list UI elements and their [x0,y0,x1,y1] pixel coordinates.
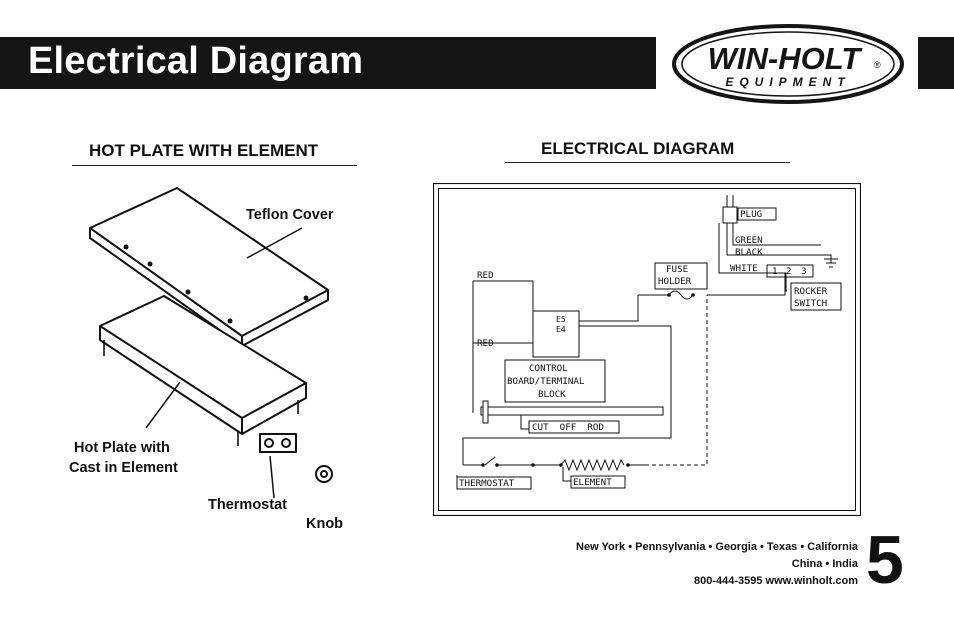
label-thermostat: Thermostat [208,497,287,513]
label-red-top: RED [477,270,494,281]
label-switch-terminal-2: 2 [786,266,792,277]
terminal-block-box [504,359,606,403]
element-label-box [570,475,626,489]
label-black: BLACK [735,247,763,258]
label-e5: E5 [556,315,566,324]
label-thermostat-wiring: THERMOSTAT [459,478,515,489]
label-green: GREEN [735,235,763,246]
title-banner [0,37,656,89]
cut-off-rod-label-box [528,420,620,434]
footer-contact: 800-444-3595 www.winholt.com [693,575,858,587]
rocker-switch-box [790,282,842,311]
fuse-symbol [668,290,694,300]
electrical-diagram-heading: ELECTRICAL DIAGRAM [541,139,735,158]
hot-plate-exploded-illustration: Teflon Cover Hot Plate with Cast in Elem… [69,187,343,528]
label-switch-terminal-3: 3 [801,266,807,277]
fuse-holder-box [654,262,708,290]
logo-registered-mark: ® [874,60,881,70]
label-holder: HOLDER [658,276,692,287]
electrical-diagram-heading-rule [505,162,790,163]
label-control: CONTROL [529,363,568,374]
teflon-cover-drawing [89,187,329,347]
thermostat-label-box [456,476,532,490]
footer-states: New York • Pennsylvania • Georgia • Texa… [576,541,858,553]
label-switch: SWITCH [794,298,827,309]
label-teflon-cover: Teflon Cover [246,207,334,223]
label-plug: PLUG [740,209,762,220]
hot-plate-heading-rule [72,165,357,166]
page-number: 5 [866,522,904,598]
logo-wordmark: WIN-HOLT [708,41,864,76]
label-hot-plate-line2: Cast in Element [69,460,178,476]
label-hot-plate-line1: Hot Plate with [74,440,170,456]
label-red-mid: RED [477,338,494,349]
label-block: BLOCK [538,389,566,400]
hot-plate-heading: HOT PLATE WITH ELEMENT [89,141,319,160]
cut-off-rod-symbol [480,406,664,416]
hot-plate-drawing [99,295,307,446]
banner-end-block [918,37,954,89]
label-knob: Knob [306,516,343,528]
label-cut-off-rod: CUT OFF ROD [532,422,604,433]
knob-drawing [315,465,333,483]
rocker-switch-terminals [766,264,814,278]
plug-symbol [722,206,738,224]
plug-label-box [737,207,777,221]
label-e4: E4 [556,325,566,334]
wiring-diagram: PLUG GREEN BLACK WHITE 1 2 3 ROCKER SWIT… [433,183,861,516]
label-element-wiring: ELEMENT [573,477,612,488]
label-board-terminal: BOARD/TERMINAL [507,376,585,387]
thermostat-drawing [259,433,297,453]
heating-element-symbol [560,458,625,472]
logo-subtext: EQUIPMENT [725,75,850,89]
footer-countries: China • India [791,558,858,570]
label-switch-terminal-1: 1 [772,266,778,277]
label-white: WHITE [730,263,758,274]
win-holt-logo: WIN-HOLT ® EQUIPMENT [672,24,904,104]
page-title: Electrical Diagram [28,40,364,82]
label-fuse: FUSE [666,264,688,275]
label-rocker: ROCKER [794,286,828,297]
